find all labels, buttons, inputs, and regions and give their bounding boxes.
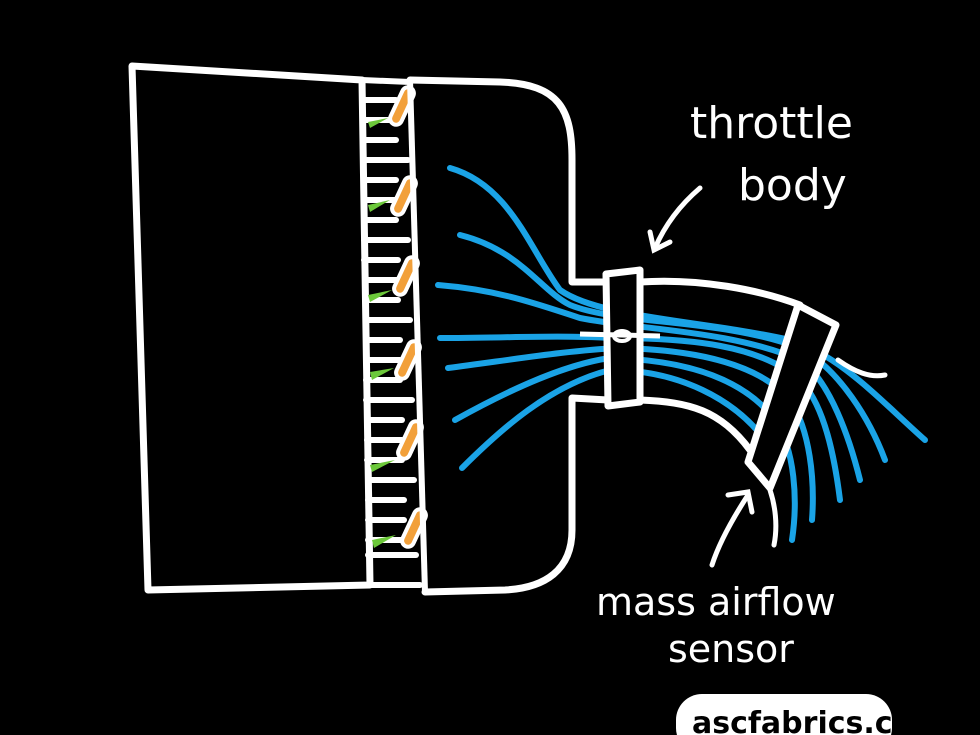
throttle-body-label-line1: throttle bbox=[690, 98, 853, 149]
intake-duct bbox=[636, 277, 804, 454]
mass-airflow-label-line1: mass airflow bbox=[596, 580, 836, 624]
watermark-text: ascfabrics.com bbox=[692, 706, 944, 735]
fuel-spray bbox=[368, 118, 396, 548]
mass-airflow-arrow bbox=[709, 489, 755, 568]
throttle-body bbox=[579, 266, 661, 410]
intake-end-lines bbox=[767, 357, 888, 548]
intake-runners bbox=[359, 77, 423, 588]
intake-plenum bbox=[406, 76, 612, 596]
throttle-body-arrow bbox=[647, 185, 703, 254]
engine-block bbox=[128, 62, 374, 594]
airflow-streams bbox=[435, 165, 928, 543]
watermark-badge: ascfabrics.com bbox=[676, 694, 944, 735]
throttle-body-label-line2: body bbox=[738, 160, 847, 211]
mass-airflow-label-line2: sensor bbox=[668, 627, 794, 671]
